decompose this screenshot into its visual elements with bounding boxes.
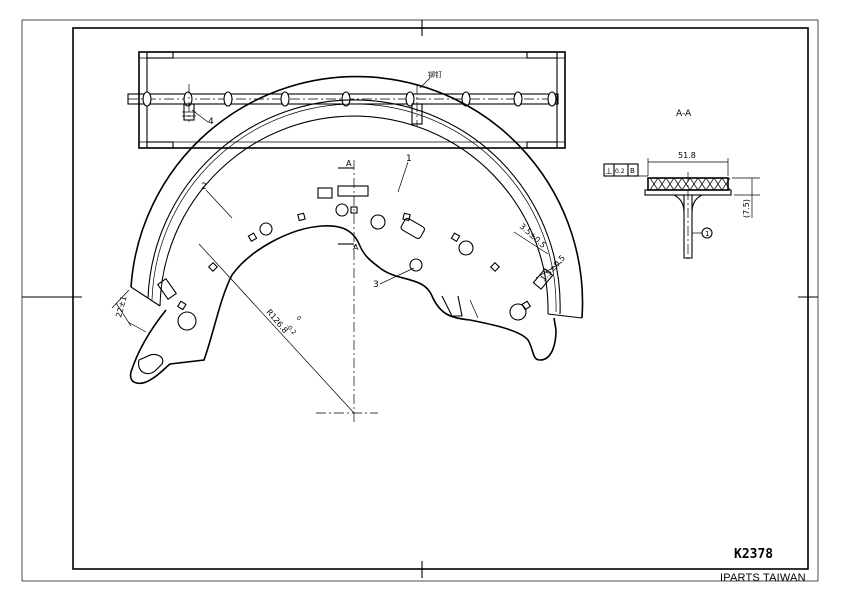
section-mark-bottom: A <box>353 243 359 252</box>
gdt-frame <box>603 163 639 177</box>
gdt-tolerance: 0.2 <box>615 168 625 175</box>
frame-center-marks <box>22 20 818 578</box>
part-number: K2378 <box>734 547 774 562</box>
section-title: A-A <box>676 109 692 119</box>
inner-frame <box>72 27 809 570</box>
section-mark-top: A <box>346 159 352 168</box>
end-gap-left: 22±1 <box>114 295 128 319</box>
section-callout: 1 <box>705 230 709 238</box>
lining-width: 51.8 <box>678 151 696 160</box>
balloon-1: 1 <box>406 154 412 164</box>
balloon-2: 2 <box>201 182 207 192</box>
gdt-symbol: ⊥ <box>605 167 613 177</box>
balloon-4: 4 <box>208 117 214 127</box>
right-end-dimension <box>513 231 563 279</box>
section-view <box>620 158 760 262</box>
left-end-dimension <box>111 289 147 333</box>
balloon-leaders <box>205 161 415 285</box>
centre-lines <box>316 160 378 425</box>
brand-label: IPARTS TAIWAN <box>720 572 806 584</box>
shoe-front-view <box>129 75 584 385</box>
radius-label: R126.8 <box>264 308 289 336</box>
rivet-note: 铆钉 <box>428 70 442 79</box>
radius-dimension <box>198 243 355 414</box>
radius-tol-lower: -0.2 <box>284 323 297 337</box>
end-gap-right-a: 3.5±0.5 <box>518 222 548 250</box>
lining-height: (7.5) <box>742 199 751 218</box>
top-view <box>127 51 566 149</box>
outer-frame <box>21 19 819 582</box>
radius-tol-upper: 0 <box>294 315 302 323</box>
gdt-datum: B <box>630 167 635 175</box>
balloon-3: 3 <box>373 280 379 290</box>
